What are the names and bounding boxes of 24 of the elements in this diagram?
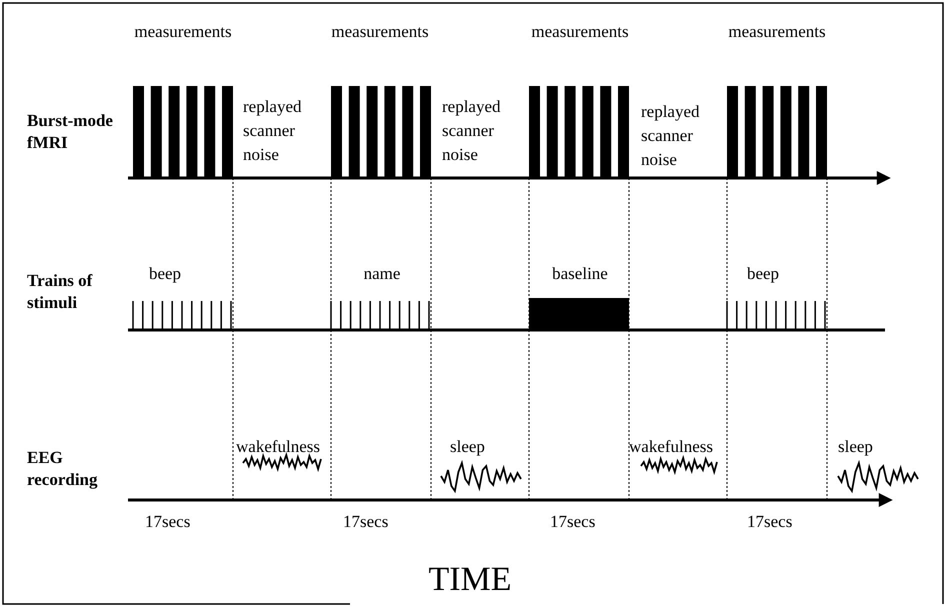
block-heading: measurements <box>530 22 630 42</box>
state-label: wakefulness <box>236 437 322 457</box>
state-label: sleep <box>450 437 486 457</box>
row-label: Burst-mode fMRI <box>27 110 114 154</box>
duration-label: 17secs <box>145 512 192 532</box>
state-label: wakefulness <box>629 437 714 457</box>
duration-label: 17secs <box>550 512 596 532</box>
block-heading: measurements <box>727 22 827 42</box>
duration-label: 17secs <box>343 512 390 532</box>
row-label: Trains of stimuli <box>27 270 94 314</box>
row-label: EEG recording <box>27 447 99 491</box>
baseline-block <box>529 298 629 330</box>
block-heading: measurements <box>330 22 430 42</box>
duration-label: 17secs <box>747 512 794 532</box>
phase-label: replayed scanner noise <box>243 96 303 166</box>
block-heading: measurements <box>133 22 233 42</box>
state-label: sleep <box>838 437 874 457</box>
stimulus-label: baseline <box>551 264 609 284</box>
phase-label: replayed scanner noise <box>641 101 701 171</box>
axis-title: TIME <box>427 560 513 600</box>
stimulus-label: name <box>362 264 402 284</box>
stimulus-label: beep <box>746 264 780 284</box>
phase-label: replayed scanner noise <box>442 96 502 166</box>
stimulus-label: beep <box>148 264 182 284</box>
